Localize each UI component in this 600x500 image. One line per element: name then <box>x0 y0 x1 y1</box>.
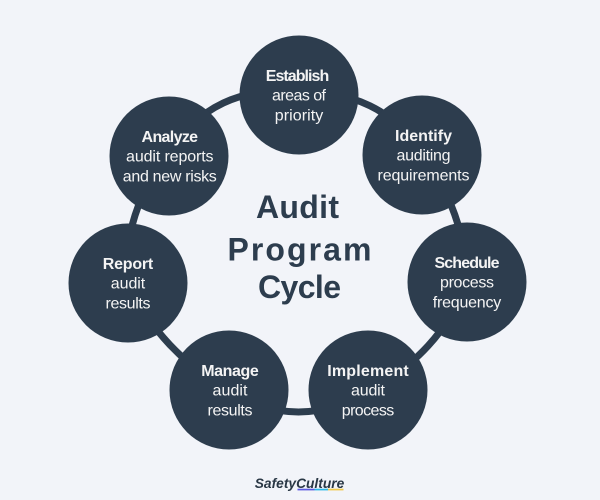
svg-text:results: results <box>208 403 253 420</box>
svg-text:audit: audit <box>213 383 249 400</box>
svg-text:Schedule: Schedule <box>435 255 500 272</box>
svg-text:SafetyCulture: SafetyCulture <box>255 475 345 491</box>
svg-text:Analyze: Analyze <box>142 129 199 146</box>
svg-text:Report: Report <box>103 256 154 273</box>
svg-text:Manage: Manage <box>201 363 259 380</box>
svg-text:priority: priority <box>275 108 324 125</box>
svg-text:auditing: auditing <box>397 148 451 165</box>
svg-text:Program: Program <box>228 232 372 268</box>
svg-text:Establish: Establish <box>266 68 330 85</box>
svg-text:Implement: Implement <box>327 363 409 380</box>
svg-text:results: results <box>106 296 151 313</box>
svg-text:requirements: requirements <box>378 168 470 185</box>
svg-text:process: process <box>342 403 395 420</box>
svg-text:Identify: Identify <box>395 128 452 145</box>
svg-text:and new risks: and new risks <box>123 169 217 186</box>
svg-text:frequency: frequency <box>433 295 502 312</box>
svg-text:audit: audit <box>111 276 146 293</box>
svg-text:Cycle: Cycle <box>258 269 341 305</box>
svg-text:audit reports: audit reports <box>126 149 214 166</box>
svg-text:process: process <box>440 275 494 292</box>
svg-text:Audit: Audit <box>256 189 339 225</box>
svg-text:areas of: areas of <box>272 88 327 105</box>
svg-text:audit: audit <box>351 383 386 400</box>
